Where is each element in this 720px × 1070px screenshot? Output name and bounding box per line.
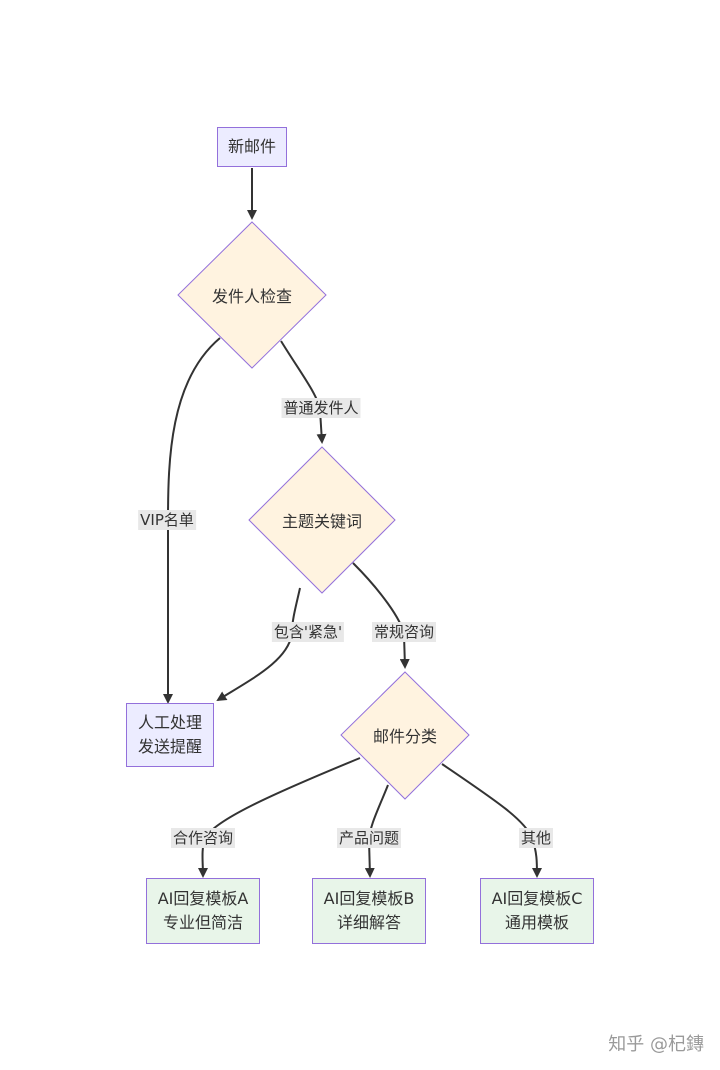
- edge-urgent: [216, 587, 301, 702]
- edge-cooperation: [197, 757, 361, 878]
- template-b-line2: 详细解答: [336, 913, 401, 932]
- classify-diamond: [340, 671, 470, 800]
- edge-normal-sender: [280, 340, 327, 444]
- template-c-node: AI回复模板C 通用模板: [480, 878, 594, 944]
- edge-other: [441, 763, 542, 878]
- watermark: 知乎 @杞鏄: [608, 1034, 704, 1055]
- edge-label-urgent: 包含'紧急': [271, 622, 345, 642]
- manual-node-line1: 人工处理: [137, 713, 202, 732]
- edge-label-vip: VIP名单: [138, 510, 196, 530]
- edge-label-normal-sender: 普通发件人: [281, 398, 361, 418]
- subject-keyword-label: 主题关键词: [281, 512, 363, 531]
- template-a-line1: AI回复模板A: [157, 889, 249, 908]
- edge-label-regular: 常规咨询: [371, 622, 437, 642]
- edge-regular: [352, 562, 410, 669]
- edge-label-cooperation: 合作咨询: [170, 828, 236, 848]
- start-node: 新邮件: [217, 127, 287, 167]
- template-a-line2: 专业但简洁: [162, 913, 243, 932]
- template-c-line1: AI回复模板C: [491, 889, 583, 908]
- subject-keyword-diamond: [248, 446, 396, 594]
- template-c-line2: 通用模板: [504, 913, 569, 932]
- template-b-line1: AI回复模板B: [323, 889, 415, 908]
- manual-node: 人工处理 发送提醒: [126, 703, 214, 767]
- manual-node-line2: 发送提醒: [137, 737, 202, 756]
- classify-label: 邮件分类: [372, 727, 438, 746]
- edge-label-product: 产品问题: [336, 828, 402, 848]
- edge-label-other: 其他: [518, 828, 554, 848]
- template-a-node: AI回复模板A 专业但简洁: [146, 878, 260, 944]
- edge-vip: [163, 337, 221, 704]
- sender-check-diamond: [177, 221, 327, 369]
- start-node-label: 新邮件: [227, 137, 276, 156]
- template-b-node: AI回复模板B 详细解答: [312, 878, 426, 944]
- sender-check-label: 发件人检查: [211, 287, 293, 306]
